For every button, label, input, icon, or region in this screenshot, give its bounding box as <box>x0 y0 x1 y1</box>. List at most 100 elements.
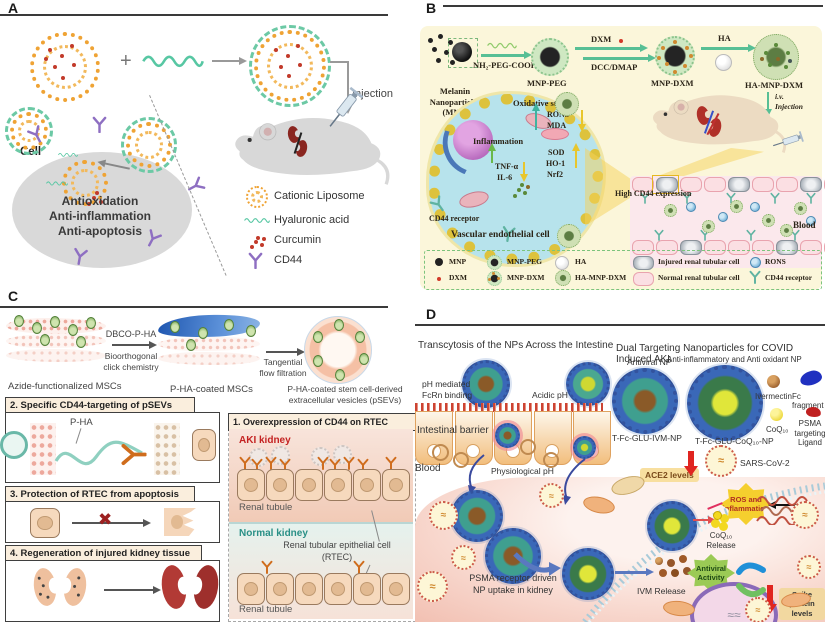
apoptotic-cell <box>164 508 196 536</box>
cd44-receptor-legend-icon <box>749 270 761 289</box>
normal-kidney-label: Normal kidney <box>239 528 308 539</box>
step3-arrow <box>72 518 151 527</box>
ha-mnp-dxm-icon <box>753 34 799 80</box>
tubular-cell <box>704 240 726 255</box>
high-cd44-label: High CD44 expression <box>615 189 692 198</box>
psev-icon <box>304 316 372 384</box>
legend-label: MNP-DXM <box>507 273 545 282</box>
mnp-label: Melanin Nanoparticles (MNP) <box>429 86 481 118</box>
mda-label: MDA <box>547 121 567 130</box>
panel-d-label: D <box>426 306 437 322</box>
np-near-cell <box>555 92 579 116</box>
tubular-cell <box>800 240 822 255</box>
sars-cov2-icon: ≈ <box>705 445 737 477</box>
acidic-ph-label: Acidic pH <box>532 390 568 400</box>
np-in-blood <box>485 528 541 584</box>
antiinflam-np-icon <box>687 365 763 441</box>
connector-line-h <box>330 61 348 63</box>
rtec-cell <box>353 469 381 501</box>
psma-uptake-label: PSMA receptor driven NP uptake in kidney <box>469 573 557 595</box>
np2-label: T-Fc-GLU-CoQ₁₀-NP <box>695 436 774 446</box>
legend-label: CD44 <box>274 254 303 266</box>
rons-dot <box>718 212 728 222</box>
blocked-x-icon: ✖ <box>98 510 113 529</box>
tubular-cell <box>680 240 702 255</box>
mnp-cluster-icon <box>428 38 433 43</box>
cd44-receptor-orange-icon <box>121 443 152 467</box>
azide-msc-membrane <box>6 315 106 366</box>
vesicle-ring <box>520 439 536 455</box>
arrow-b2a <box>575 43 648 52</box>
step4-arrow <box>104 585 161 594</box>
np-in-blood <box>780 224 793 237</box>
np-in-blood <box>730 200 743 213</box>
microvilli <box>415 403 603 412</box>
ha-mnp-dxm-label: HA-MNP-DXM <box>745 80 804 90</box>
legend-label: MNP <box>449 257 467 266</box>
rtec-cell <box>353 573 381 605</box>
healthy-kidney-icon <box>159 563 189 611</box>
mnp-boxed-icon <box>448 38 478 68</box>
rtec-cell <box>266 469 294 501</box>
iv-label: i.v. Injection <box>775 92 803 111</box>
arrow-a1 <box>212 56 247 65</box>
arrow-b1 <box>481 50 532 59</box>
rtec-cell <box>192 429 216 461</box>
vec-label: Vascular endothelial cell <box>451 230 550 240</box>
mnp-dxm-legend-icon <box>487 271 502 286</box>
nrf2-label: Nrf2 <box>547 170 563 179</box>
ros-label: ROS and inflammation <box>722 495 770 513</box>
incoming-liposome-icon <box>121 117 177 173</box>
rons-dot <box>750 202 760 212</box>
dxm-legend-icon <box>437 277 441 281</box>
legend-label: HA-MNP-DXM <box>575 273 627 282</box>
blood-label: Blood <box>415 463 441 474</box>
arrow-b3 <box>701 43 756 52</box>
panel-b-rule <box>443 5 823 7</box>
rtec-cell <box>324 469 352 501</box>
step1-box: 1. Overexpression of CD44 on RTEC AKI ki… <box>228 413 422 622</box>
mnp-peg-icon <box>531 38 569 76</box>
tnf-down-arrow <box>519 162 528 182</box>
target-capsule <box>541 128 569 140</box>
panel-c-label: C <box>8 288 19 304</box>
np-crossing <box>573 436 596 459</box>
tubular-cell <box>704 177 726 192</box>
msc1-label: Azide-functionalized MSCs <box>8 381 122 392</box>
ivm-release-label: IVM Release <box>637 586 686 596</box>
mnp-dxm-icon <box>655 36 695 76</box>
rtec-cell <box>324 573 352 605</box>
cd44-icon <box>92 116 107 138</box>
np-entering-membrane <box>562 548 614 600</box>
dcc-label: DCC/DMAP <box>591 62 638 72</box>
psev-label: P-HA-coated stem cell-derived extracellu… <box>287 384 403 405</box>
vesicle-ring <box>543 452 559 468</box>
ivermectin-label: Ivermectin <box>755 392 792 401</box>
fc-fragment-label: Fc fragment <box>792 392 824 410</box>
step3-title: 3. Protection of RTEC from apoptosis <box>10 489 179 500</box>
antiviral-np-icon <box>612 368 678 434</box>
coq10-icon <box>770 408 783 421</box>
ph-fcrn-label: pH mediated FcRn binding <box>422 379 473 400</box>
injured-kidney-icon <box>61 566 89 608</box>
rons-legend-icon <box>750 257 761 268</box>
tubular-cell <box>680 177 702 192</box>
mnp-peg-label: MNP-PEG <box>527 78 567 88</box>
inflammation-up-arrow <box>487 143 496 163</box>
mnp-particle <box>452 42 472 62</box>
curcumin-legend-icon <box>254 240 258 244</box>
legend-label: Normal renal tubular cell <box>658 273 740 282</box>
rtec-cell <box>237 573 265 605</box>
np-in-blood <box>762 214 775 227</box>
blood-label: Blood <box>793 220 816 230</box>
step2-title: 2. Specific CD44-targeting of pSEVs <box>10 400 173 411</box>
step4-title: 4. Regeneration of injured kidney tissue <box>10 548 191 559</box>
np-in-blood <box>794 202 807 215</box>
virus-icon: ≈ <box>745 597 771 622</box>
rons-down-arrow <box>577 110 586 132</box>
coq10-label: CoQ₁₀ <box>766 425 789 434</box>
msc2-label: P-HA-coated MSCs <box>170 384 253 395</box>
virus-icon: ≈ <box>429 501 458 530</box>
ha-sphere-icon <box>715 54 732 71</box>
virus-icon: ≈ <box>797 555 821 579</box>
